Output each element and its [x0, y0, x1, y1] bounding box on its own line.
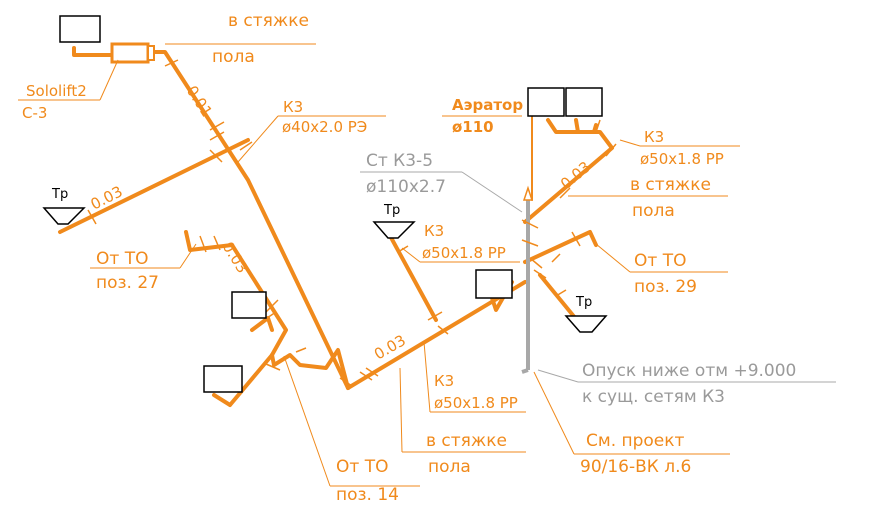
fixture-basin-riser [475, 269, 513, 299]
pipe-branch-poz27 [184, 230, 288, 407]
sololift-flange [147, 45, 155, 61]
leader-lines [18, 43, 740, 487]
label-poz29: поз. 29 [634, 277, 697, 297]
label-v-styazhke-top: в стяжке [228, 11, 309, 31]
label-st-k35: Ст К3-5 [366, 151, 433, 171]
pipe-floor-drain-1 [58, 138, 250, 234]
fixture-basin-poz27 [231, 291, 267, 319]
label-tr-3: Тр [575, 295, 592, 310]
fixture-aerator-1 [527, 87, 565, 117]
label-k-sush: к сущ. сетям К3 [582, 387, 725, 407]
label-ot-to-27: От ТО [96, 249, 148, 269]
label-slope-003-d: 0.03 [371, 331, 409, 363]
label-tr-2: Тр [383, 203, 400, 218]
label-pola-right: пола [632, 201, 675, 221]
floor-drain-icon [564, 315, 608, 333]
floor-drain-icon [42, 207, 86, 225]
pipe-sololift-inlet [72, 46, 114, 57]
label-d110: ø110 [452, 118, 494, 136]
label-k3-mid: К3 [424, 222, 444, 240]
label-c3: С-3 [22, 104, 47, 122]
annotations: в стяжке пола Sololift2 С-3 0.01 К3 ø40x… [22, 11, 796, 505]
sololift-unit [110, 42, 150, 64]
fixture-basin-top-left [59, 15, 101, 43]
leader-lines-grey [360, 171, 836, 383]
label-ot-to-14: От ТО [336, 457, 388, 477]
label-poz27: поз. 27 [96, 273, 159, 293]
fixture-basin-poz14 [203, 365, 243, 393]
label-pola-bottom: пола [428, 457, 471, 477]
label-v-styazhke-bottom: в стяжке [426, 431, 507, 451]
label-k3-aerator: К3 [644, 128, 664, 146]
pipe-aerator-tee [574, 118, 598, 134]
label-d40: ø40x2.0 РЭ [282, 118, 367, 136]
label-opusk: Опуск ниже отм +9.000 [582, 361, 796, 381]
riser-k3-5 [521, 200, 530, 374]
label-d50-aerator: ø50x1.8 РР [640, 150, 724, 168]
pipe-floor-drain-2 [386, 230, 438, 322]
pipe-sololift-outlet [148, 50, 350, 390]
label-d50-bottom: ø50x1.8 РР [434, 394, 518, 412]
pipe-branch-poz14 [212, 348, 350, 407]
pipe-fixture-small [250, 316, 274, 332]
label-ot-to-29: От ТО [634, 251, 686, 271]
label-pola-top: пола [212, 47, 255, 67]
label-poz14: поз. 14 [336, 485, 399, 505]
label-aerator: Аэратор [452, 96, 523, 114]
label-d50-mid: ø50x1.8 РР [422, 244, 506, 262]
floor-drain-icon [372, 221, 416, 239]
pipe-aerator-branch [523, 118, 614, 224]
pipe-main-run [346, 280, 527, 390]
label-k3-bottom: К3 [434, 372, 454, 390]
fixture-aerator-2 [565, 87, 603, 117]
fixtures [42, 15, 608, 393]
aerator-arrow-icon [522, 185, 534, 201]
tick-marks [87, 59, 617, 387]
label-sm-proekt: См. проект [586, 431, 685, 451]
label-tr-1: Тр [51, 187, 68, 202]
label-k3-1: К3 [283, 98, 303, 116]
label-slope-001: 0.01 [183, 82, 216, 120]
label-v-styazhke-right: в стяжке [630, 175, 711, 195]
label-d110x27: ø110x2.7 [366, 177, 446, 197]
label-ref-9016: 90/16-ВК л.6 [580, 457, 691, 477]
pipe-branch-poz29 [523, 230, 598, 264]
label-sololift: Sololift2 [26, 82, 87, 100]
